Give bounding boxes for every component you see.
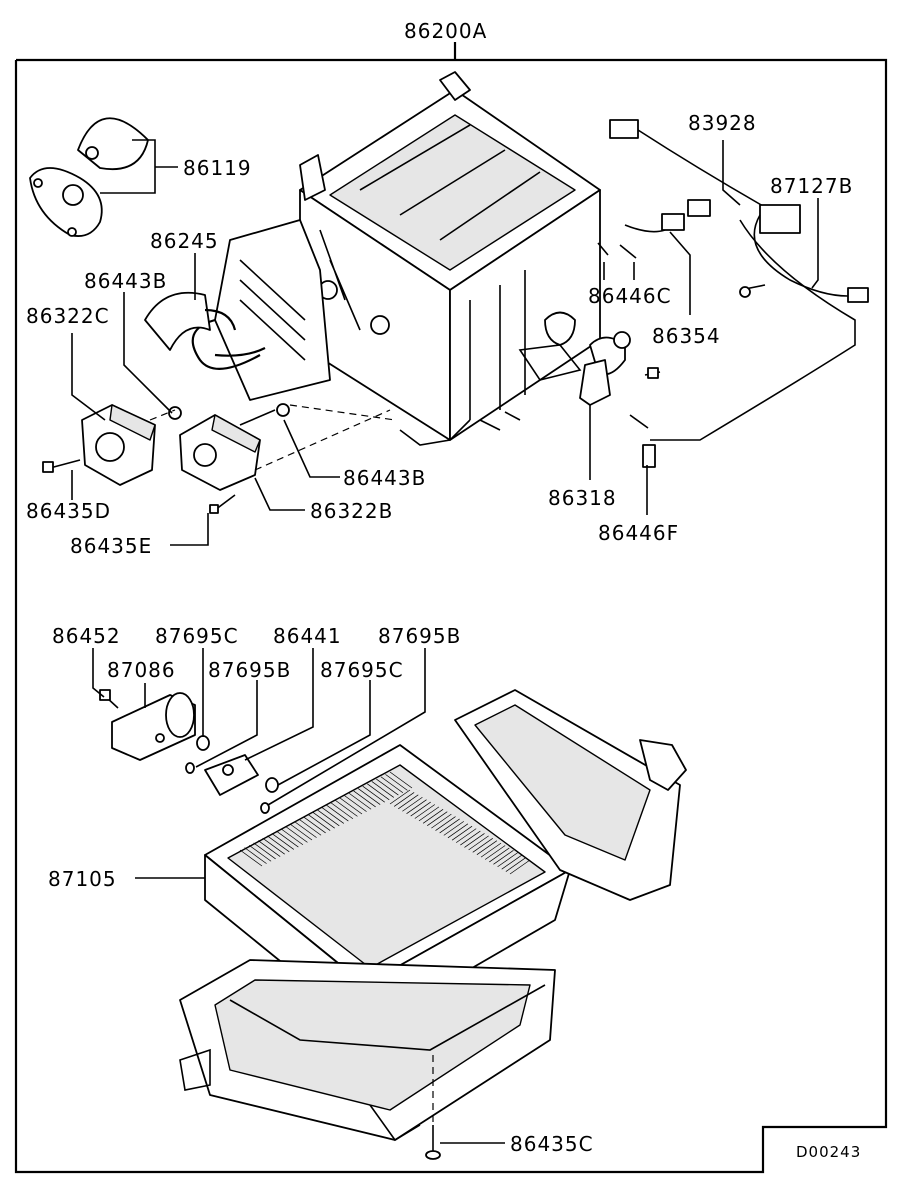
label-83928: 83928 (688, 111, 757, 135)
servo-86318 (579, 242, 661, 406)
expansion-valve-87086 (99, 689, 210, 774)
label-86441: 86441 (273, 624, 342, 648)
label-86322b: 86322B (310, 499, 393, 523)
label-87105: 87105 (48, 867, 117, 891)
label-86119: 86119 (183, 156, 252, 180)
evaporator-case-lower (179, 959, 556, 1142)
drawing-code: D00243 (796, 1143, 861, 1161)
heater-unit-case (191, 71, 601, 446)
label-86200a: 86200A (404, 19, 487, 43)
evaporator-case-upper (454, 689, 687, 901)
part-labels: 86200A 86119 86245 86443B 86322C 86435D … (26, 19, 861, 1161)
label-86435e: 86435E (70, 534, 152, 558)
label-87695b-a: 87695B (378, 624, 461, 648)
label-86435d: 86435D (26, 499, 111, 523)
label-87127b: 87127B (770, 174, 853, 198)
label-86446f: 86446F (598, 521, 679, 545)
label-86446c: 86446C (588, 284, 672, 308)
label-86245: 86245 (150, 229, 219, 253)
label-87086: 87086 (107, 658, 176, 682)
label-87695c-a: 87695C (155, 624, 239, 648)
label-86443b-top: 86443B (84, 269, 167, 293)
label-86443b-mid: 86443B (343, 466, 426, 490)
label-86318: 86318 (548, 486, 617, 510)
label-87695c-b: 87695C (320, 658, 404, 682)
screw-86435c (425, 1055, 441, 1160)
evaporator-core-87105 (204, 744, 571, 1031)
wiring-harness-83928 (609, 119, 869, 468)
installation-lines (149, 404, 396, 471)
label-87695b-b: 87695B (208, 658, 291, 682)
actuator-86322c (42, 404, 156, 486)
block-joint-86441 (204, 754, 279, 814)
label-86435c: 86435C (510, 1132, 594, 1156)
label-86452: 86452 (52, 624, 121, 648)
duct-plate-86119 (29, 117, 149, 237)
label-86354: 86354 (652, 324, 721, 348)
diagram-frame (14, 42, 888, 1174)
label-86322c: 86322C (26, 304, 110, 328)
actuator-86322b (168, 403, 290, 514)
leader-lines (71, 139, 819, 1144)
heater-hose-86245 (144, 291, 266, 357)
